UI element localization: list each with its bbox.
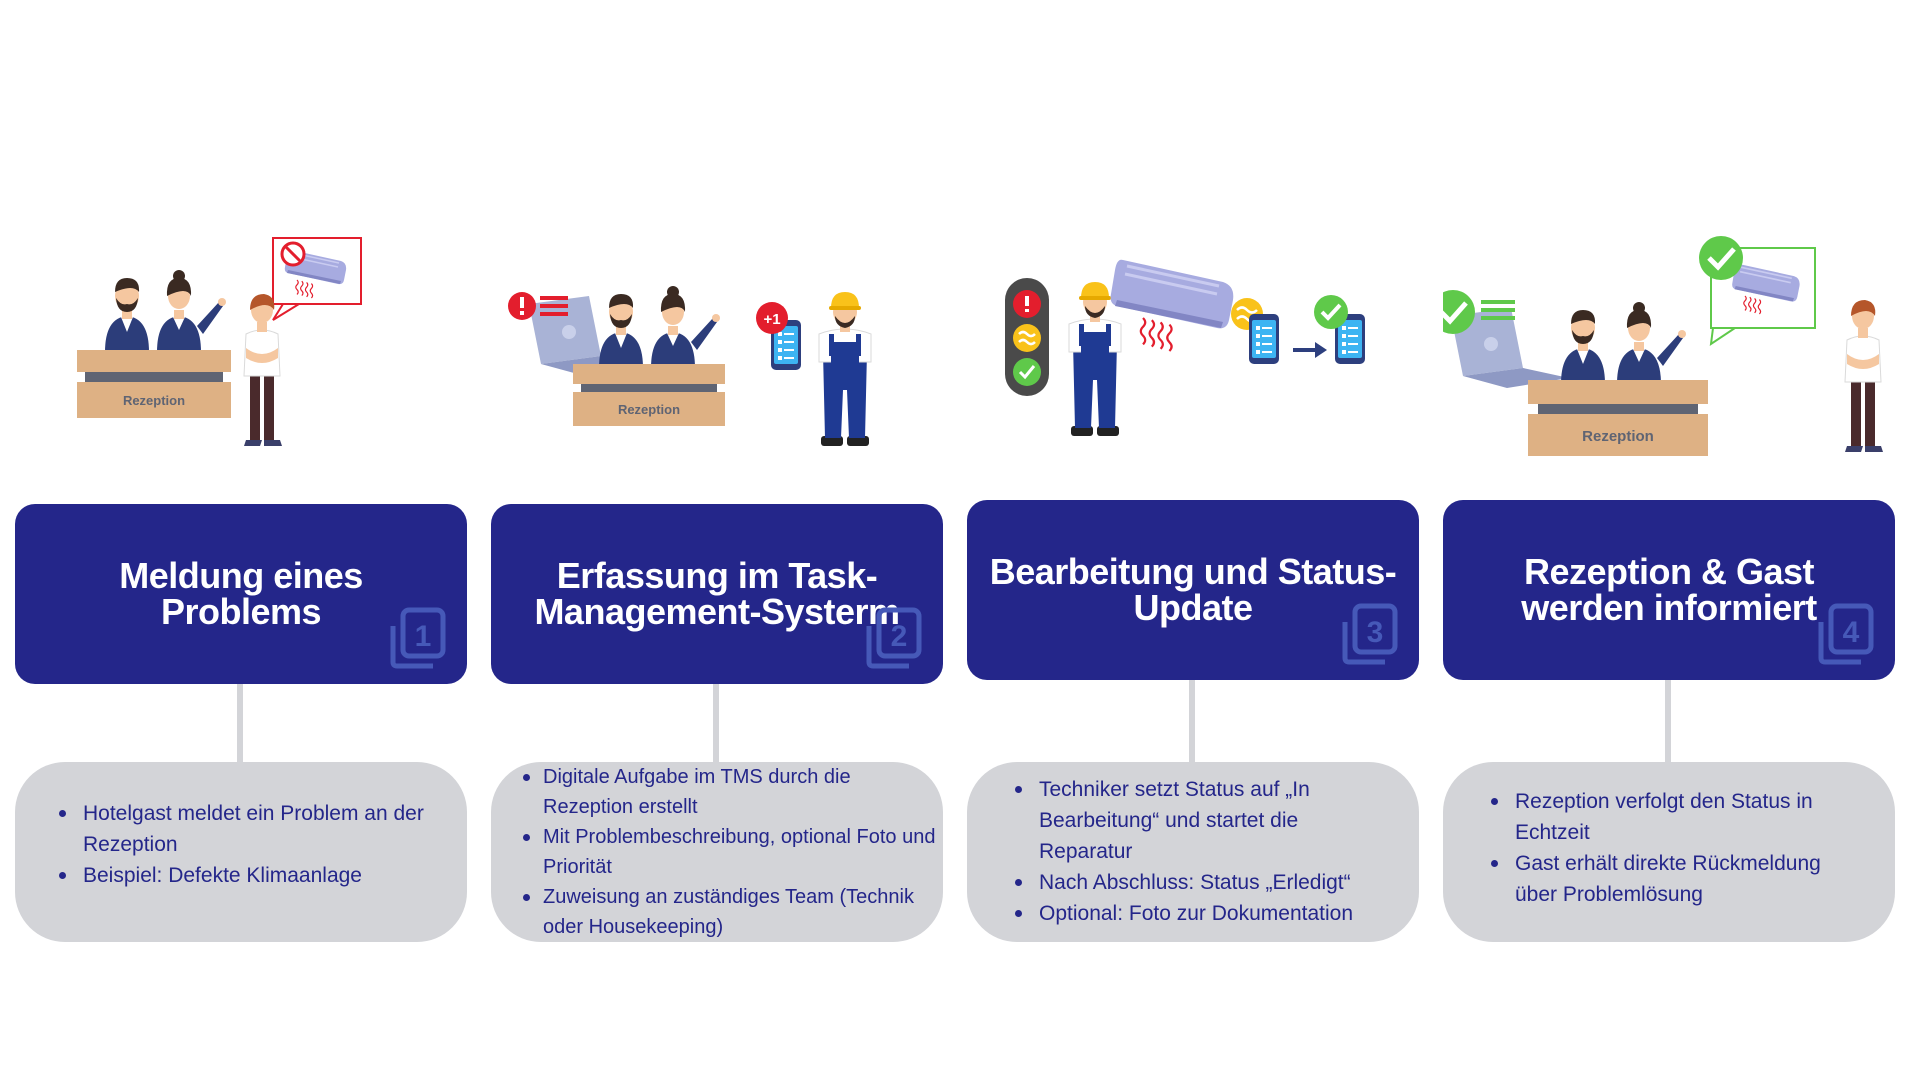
check-icon xyxy=(1443,290,1515,334)
step-title: Rezeption & Gast werden informiert xyxy=(1521,551,1817,628)
step-title: Erfassung im Task-Management-Systerm xyxy=(534,555,900,632)
detail-item: Nach Abschluss: Status „Erledigt“ xyxy=(1015,867,1389,898)
step-number-icon: 4 xyxy=(1813,602,1877,666)
check-icon xyxy=(1699,236,1743,280)
step-1: Rezeption Meldung eines Problems 1 Hotel… xyxy=(15,0,467,1080)
step-2-illustration: Rezeption +1 xyxy=(508,286,872,447)
detail-item: Zuweisung an zuständiges Team (Technik o… xyxy=(523,882,941,942)
step-number-icon: 3 xyxy=(1337,602,1401,666)
traffic-light-icon xyxy=(1005,278,1049,396)
step-details: Rezeption verfolgt den Status in Echtzei… xyxy=(1443,762,1895,942)
detail-item: Rezeption verfolgt den Status in Echtzei… xyxy=(1491,786,1865,848)
desk-label: Rezeption xyxy=(123,393,185,408)
step-details: Digitale Aufgabe im TMS durch die Rezept… xyxy=(491,762,943,942)
connector-line xyxy=(713,684,719,764)
desk-label: Rezeption xyxy=(618,402,680,417)
step-card: Meldung eines Problems 1 xyxy=(15,504,467,684)
reception-desk xyxy=(573,364,725,384)
detail-item: Hotelgast meldet ein Problem an der Reze… xyxy=(59,798,447,860)
step-details: Techniker setzt Status auf „In Bearbeitu… xyxy=(967,762,1419,942)
alert-icon xyxy=(508,292,568,320)
svg-text:2: 2 xyxy=(891,620,908,653)
step-details: Hotelgast meldet ein Problem an der Reze… xyxy=(15,762,467,942)
svg-text:1: 1 xyxy=(415,620,432,653)
step-card: Bearbeitung und Status-Update 3 xyxy=(967,500,1419,680)
detail-item: Mit Problembeschreibung, optional Foto u… xyxy=(523,822,941,882)
connector-line xyxy=(237,684,243,764)
clipboard-phone-icon xyxy=(1249,314,1279,364)
step-4-illustration: Rezeption xyxy=(1443,236,1884,456)
step-3-illustration xyxy=(1005,258,1365,437)
check-icon xyxy=(1314,295,1348,329)
desk-label: Rezeption xyxy=(1582,428,1654,445)
step-title: Bearbeitung und Status-Update xyxy=(989,551,1397,628)
detail-item: Gast erhält direkte Rückmeldung über Pro… xyxy=(1491,848,1865,910)
detail-item: Beispiel: Defekte Klimaanlage xyxy=(59,860,447,891)
step-2: Rezeption +1 Erfassung im Task-Managemen… xyxy=(491,0,943,1080)
notification-badge: +1 xyxy=(756,302,788,334)
arrow-right-icon xyxy=(1293,342,1327,358)
detail-item: Digitale Aufgabe im TMS durch die Rezept… xyxy=(523,762,941,822)
svg-text:4: 4 xyxy=(1843,616,1860,649)
step-number-icon: 1 xyxy=(385,606,449,670)
connector-line xyxy=(1189,680,1195,764)
step-3: Bearbeitung und Status-Update 3 Technike… xyxy=(967,0,1419,1080)
step-4: Rezeption Rezeption & Gast werden inform… xyxy=(1443,0,1895,1080)
step-title: Meldung eines Problems xyxy=(119,555,363,632)
reception-desk xyxy=(77,350,231,372)
step-card: Erfassung im Task-Management-Systerm 2 xyxy=(491,504,943,684)
detail-item: Techniker setzt Status auf „In Bearbeitu… xyxy=(1015,774,1389,867)
detail-item: Optional: Foto zur Dokumentation xyxy=(1015,898,1389,929)
svg-text:+1: +1 xyxy=(763,311,780,328)
step-number-icon: 2 xyxy=(861,606,925,670)
step-1-illustration: Rezeption xyxy=(77,237,362,447)
svg-text:3: 3 xyxy=(1367,616,1384,649)
step-card: Rezeption & Gast werden informiert 4 xyxy=(1443,500,1895,680)
forbidden-icon xyxy=(280,241,306,267)
reception-desk xyxy=(1528,380,1708,404)
connector-line xyxy=(1665,680,1671,764)
